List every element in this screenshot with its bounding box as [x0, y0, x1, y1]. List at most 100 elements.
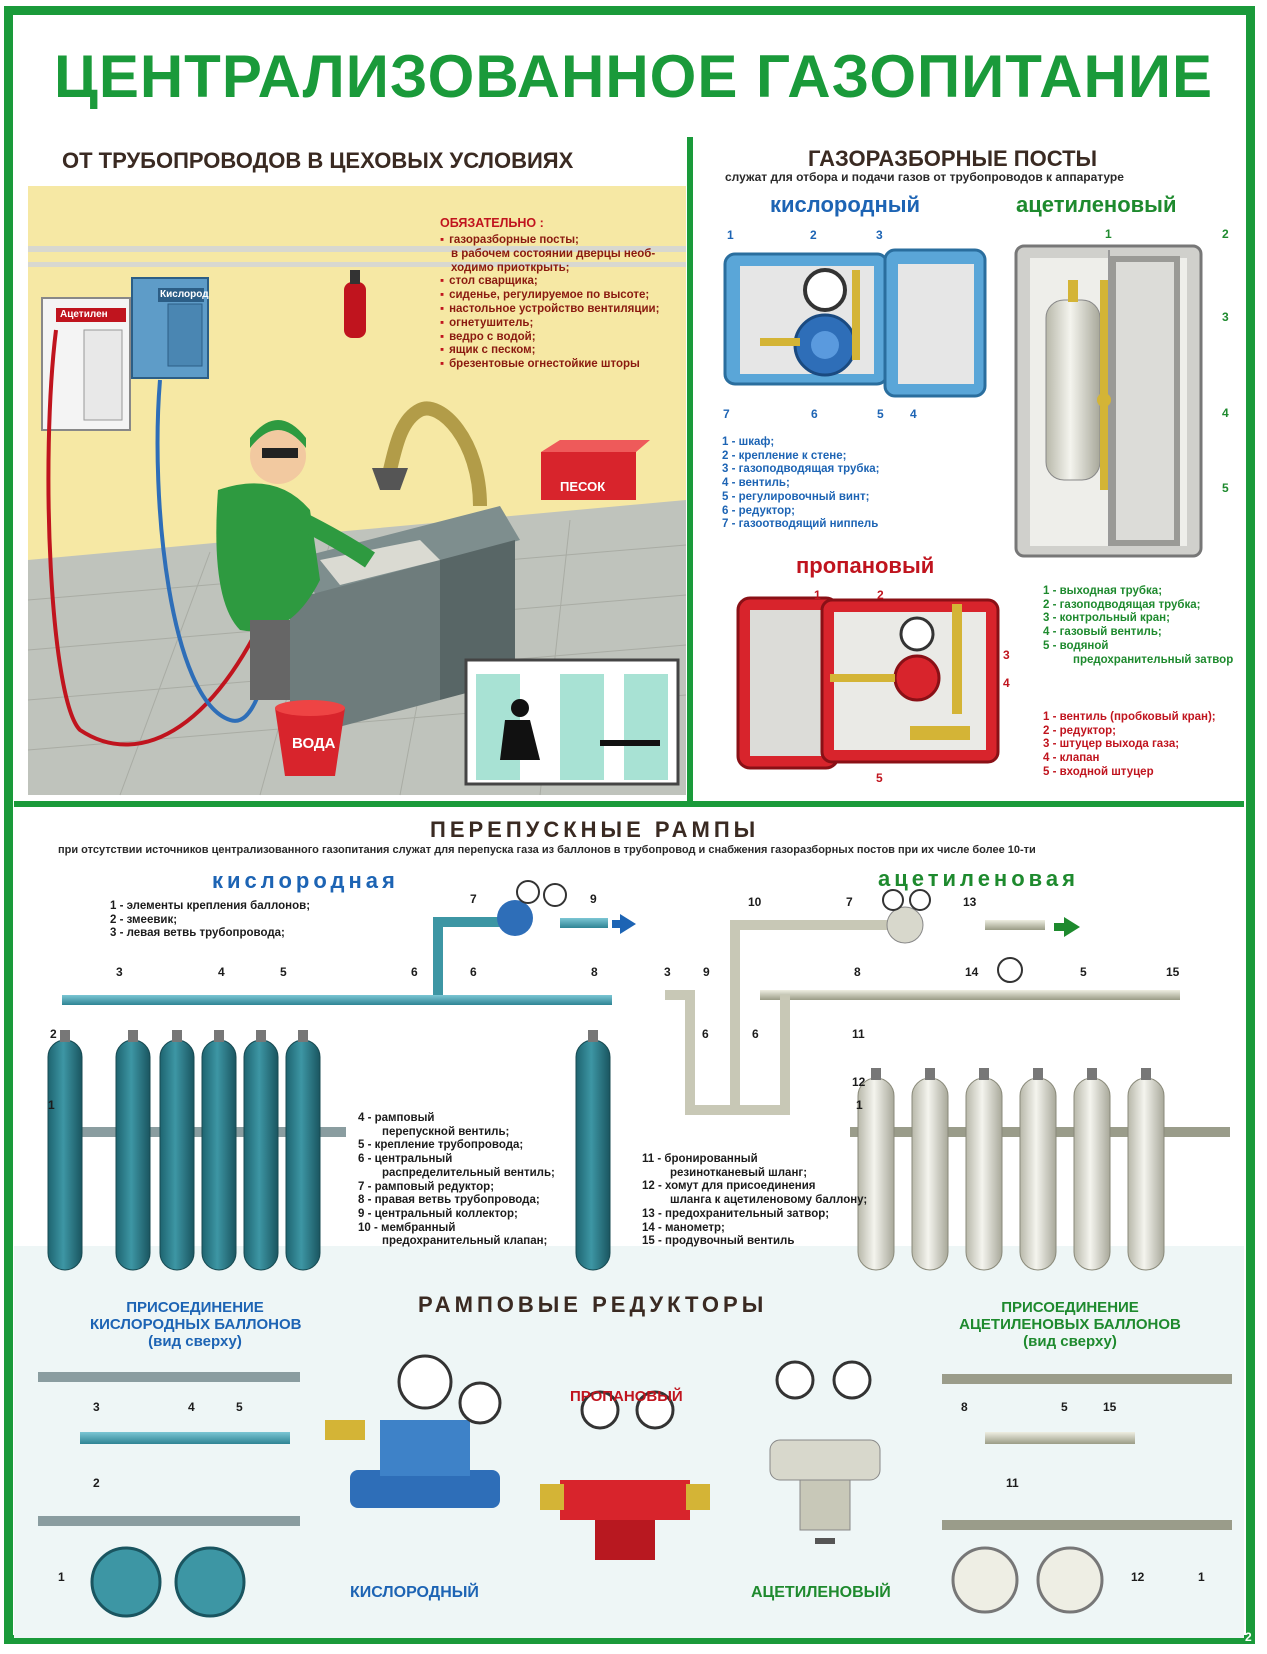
cylinder-valve — [256, 1030, 266, 1042]
callout-number: 5 — [876, 771, 883, 785]
callout-number: 1 — [1105, 227, 1112, 241]
gas-cylinder — [575, 1039, 611, 1271]
callout-number: 3 — [93, 1400, 100, 1414]
callout-number: 11 — [852, 1027, 865, 1041]
callout-number: 10 — [748, 895, 762, 909]
oxygen-ramp-label: кислородная — [212, 868, 399, 893]
gas-cylinder — [965, 1077, 1003, 1271]
ramp-legend-mid: 4 - рамповый перепускной вентиль; 5 - кр… — [358, 1112, 555, 1249]
acetylene-post-label: ацетиленовый — [1016, 192, 1177, 217]
poster-frame — [4, 6, 1255, 1644]
reducers-heading: РАМПОВЫЕ РЕДУКТОРЫ — [418, 1292, 768, 1317]
cylinder-valve — [925, 1068, 935, 1080]
callout-number: 3 — [1222, 310, 1229, 324]
legend-item: 8 - правая ветвь трубопровода; — [358, 1194, 540, 1207]
mandatory-item: ведро с водой; — [440, 331, 659, 345]
ramps-heading: ПЕРЕПУСКНЫЕ РАМПЫ — [430, 817, 760, 842]
workshop-heading: ОТ ТРУБОПРОВОДОВ В ЦЕХОВЫХ УСЛОВИЯХ — [62, 148, 574, 173]
legend-item: 4 - газовый вентиль; — [1043, 626, 1162, 639]
legend-item: 2 - газоподводящая трубка; — [1043, 598, 1201, 611]
legend-item: предохранительный клапан; — [382, 1235, 548, 1248]
fire-extinguisher — [344, 282, 366, 338]
posts-subtitle: служат для отбора и подачи газов от труб… — [725, 170, 1124, 184]
acetylene-reducer-drawing — [769, 1360, 881, 1544]
workshop-scene — [27, 186, 687, 796]
water-bucket — [275, 708, 345, 776]
cylinder-valve — [588, 1030, 598, 1042]
legend-item: 7 - газоотводящий ниппель — [722, 518, 879, 531]
gas-cylinder — [47, 1039, 83, 1271]
callout-number: 12 — [852, 1075, 866, 1089]
legend-item: распределительный вентиль; — [382, 1166, 555, 1179]
mandatory-item: стол сварщика; — [440, 275, 659, 289]
oxygen-ramp-drawing — [50, 880, 636, 1137]
divider-horizontal — [14, 801, 1244, 807]
callout-number: 12 — [1131, 1570, 1145, 1584]
mandatory-item: ящик с песком; — [440, 344, 659, 358]
legend-item: 5 - водяной — [1043, 639, 1109, 652]
legend-item: 10 - мембранный — [358, 1221, 456, 1234]
callout-number: 5 — [1061, 1400, 1068, 1414]
gas-cylinder — [911, 1077, 949, 1271]
oxygen-connection-title: ПРИСОЕДИНЕНИЕ КИСЛОРОДНЫХ БАЛЛОНОВ (вид … — [90, 1299, 302, 1350]
legend-item: 13 - предохранительный затвор; — [642, 1207, 830, 1220]
callout-number: 1 — [727, 228, 734, 242]
acetylene-connection-title: ПРИСОЕДИНЕНИЕ АЦЕТИЛЕНОВЫХ БАЛЛОНОВ (вид… — [950, 1299, 1190, 1350]
callout-number: 3 — [876, 228, 883, 242]
page-number: 2 — [1245, 1630, 1252, 1644]
callout-number: 7 — [723, 407, 730, 421]
oxygen-reducer-drawing — [325, 1354, 502, 1508]
cylinder-valve — [298, 1030, 308, 1042]
callout-number: 6 — [811, 407, 818, 421]
acetylene-reducer-label: АЦЕТИЛЕНОВЫЙ — [751, 1584, 891, 1601]
callout-number: 3 — [1003, 648, 1010, 662]
acetylene-cabinet-label: Ацетилен — [60, 309, 108, 320]
gas-cylinder — [159, 1039, 195, 1271]
cylinder-valve — [172, 1030, 182, 1042]
gas-cylinder — [115, 1039, 151, 1271]
legend-item: 4 - клапан — [1043, 752, 1100, 765]
callout-number: 14 — [965, 965, 979, 979]
oxygen-cylinders — [47, 1030, 611, 1271]
ramp-legend-top: 1 - элементы крепления баллонов; 2 - зме… — [110, 900, 310, 941]
legend-item: 1 - элементы крепления баллонов; — [110, 900, 311, 912]
legend-item: 4 - рамповый — [358, 1112, 435, 1124]
welder — [216, 483, 320, 632]
heading-line: АЦЕТИЛЕНОВЫХ БАЛЛОНОВ — [959, 1316, 1181, 1333]
mandatory-item: в рабочем состоянии дверцы необ- — [451, 247, 656, 260]
bucket-label: ВОДА — [292, 735, 336, 752]
legend-item: 9 - центральный коллектор; — [358, 1207, 518, 1220]
callout-number: 9 — [703, 965, 710, 979]
legend-item: 3 - штуцер выхода газа; — [1043, 738, 1180, 751]
legend-item: 3 - газоподводящая трубка; — [722, 463, 880, 476]
callout-number: 7 — [846, 895, 853, 909]
heading-line: КИСЛОРОДНЫХ БАЛЛОНОВ — [90, 1316, 302, 1333]
callout-number: 6 — [470, 965, 477, 979]
acetylene-post-drawing — [1014, 244, 1203, 558]
poster-title: ЦЕНТРАЛИЗОВАННОЕ ГАЗОПИТАНИЕ — [54, 43, 1213, 110]
legend-item: 6 - центральный — [358, 1153, 453, 1166]
legend-item: 11 - бронированный — [642, 1153, 758, 1165]
mandatory-item: брезентовые огнестойкие шторы — [440, 358, 659, 372]
propane-reducer-drawing — [540, 1390, 710, 1560]
callout-number: 1 — [58, 1570, 65, 1584]
oxygen-post-label: кислородный — [770, 192, 921, 217]
mandatory-item: огнетушитель; — [440, 317, 659, 331]
propane-post-legend: 1 - вентиль (пробковый кран); 2 - редукт… — [1043, 711, 1216, 780]
callout-number: 9 — [590, 892, 597, 906]
legend-item: 3 - левая ветвь трубопровода; — [110, 927, 285, 940]
mandatory-title: ОБЯЗАТЕЛЬНО : — [440, 216, 544, 230]
callout-number: 1 — [856, 1098, 863, 1112]
propane-reducer-label: ПРОПАНОВЫЙ — [570, 1388, 683, 1405]
legend-item: 1 - вентиль (пробковый кран); — [1043, 711, 1216, 723]
cylinder-valve — [128, 1030, 138, 1042]
callout-number: 5 — [877, 407, 884, 421]
cylinder-valve — [60, 1030, 70, 1042]
callout-number: 15 — [1103, 1400, 1117, 1414]
cylinder-valve — [1087, 1068, 1097, 1080]
oxygen-post-drawing — [723, 248, 987, 398]
acetylene-post-legend: 1 - выходная трубка; 2 - газоподводящая … — [1043, 585, 1233, 667]
legend-item: 5 - крепление трубопровода; — [358, 1139, 524, 1152]
callout-number: 5 — [1222, 481, 1229, 495]
sand-box-label: ПЕСОК — [560, 479, 606, 494]
